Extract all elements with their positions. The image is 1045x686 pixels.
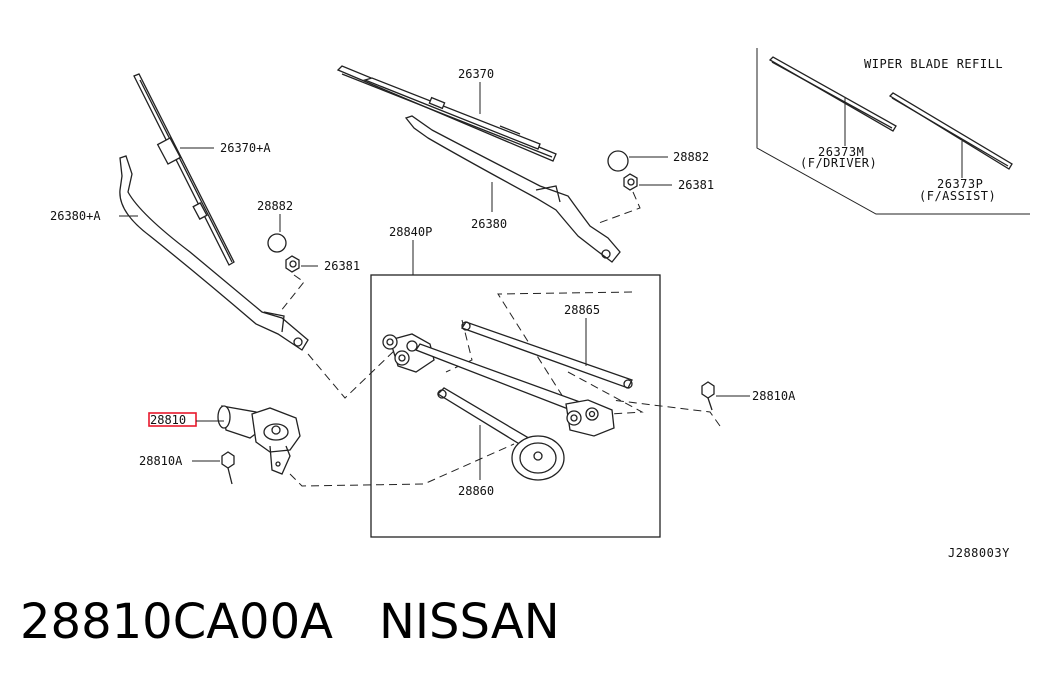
label-26370a: 26370+A [220,141,271,155]
nut-26381-right [623,173,638,191]
nut-26381-left [285,255,300,273]
caption-brand: NISSAN [378,594,560,650]
drawing-number: J288003Y [948,546,1010,560]
label-28840p: 28840P [389,225,432,239]
label-26381-left: 26381 [324,259,360,273]
highlight-box-28810 [148,412,197,427]
label-26373p-sub: (F/ASSIST) [919,189,996,203]
label-wiper-blade-refill: WIPER BLADE REFILL [864,57,1003,71]
label-28882-left: 28882 [257,199,293,213]
cap-28882-left [267,233,287,253]
label-26380: 26380 [471,217,507,231]
label-26370: 26370 [458,67,494,81]
label-28810: 28810 [150,413,186,427]
refill-inset: WIPER BLADE REFILL 26373M (F/DRIVER) 263… [756,48,1030,215]
linkage-assembly [382,321,633,481]
caption-part-number: 28810CA00A [20,594,333,650]
label-28882-right: 28882 [673,150,709,164]
wiper-arm-26380a [119,155,309,351]
label-26381-right: 26381 [678,178,714,192]
bolt-28810a-left [221,451,235,485]
linkage-box [370,274,661,538]
refill-driver-part [768,56,897,132]
label-28810a-right: 28810A [752,389,796,403]
label-28860: 28860 [458,484,494,498]
bolt-28810a-right [701,381,715,411]
wiper-motor-28810 [217,405,301,475]
refill-assist-part [888,92,1013,170]
label-26373m-sub: (F/DRIVER) [800,156,877,170]
wiper-blade-26370a [133,73,235,266]
wiper-blade-26370 [336,65,557,162]
wiper-arm-26380 [404,115,621,263]
label-26373p: 26373P [937,177,983,191]
label-28865: 28865 [564,303,600,317]
parts-diagram: WIPER BLADE REFILL 26373M (F/DRIVER) 263… [50,48,1030,560]
label-28810a-left: 28810A [139,454,183,468]
label-26373m: 26373M [818,145,864,159]
cap-28882-right [607,150,629,172]
label-26380a: 26380+A [50,209,101,223]
